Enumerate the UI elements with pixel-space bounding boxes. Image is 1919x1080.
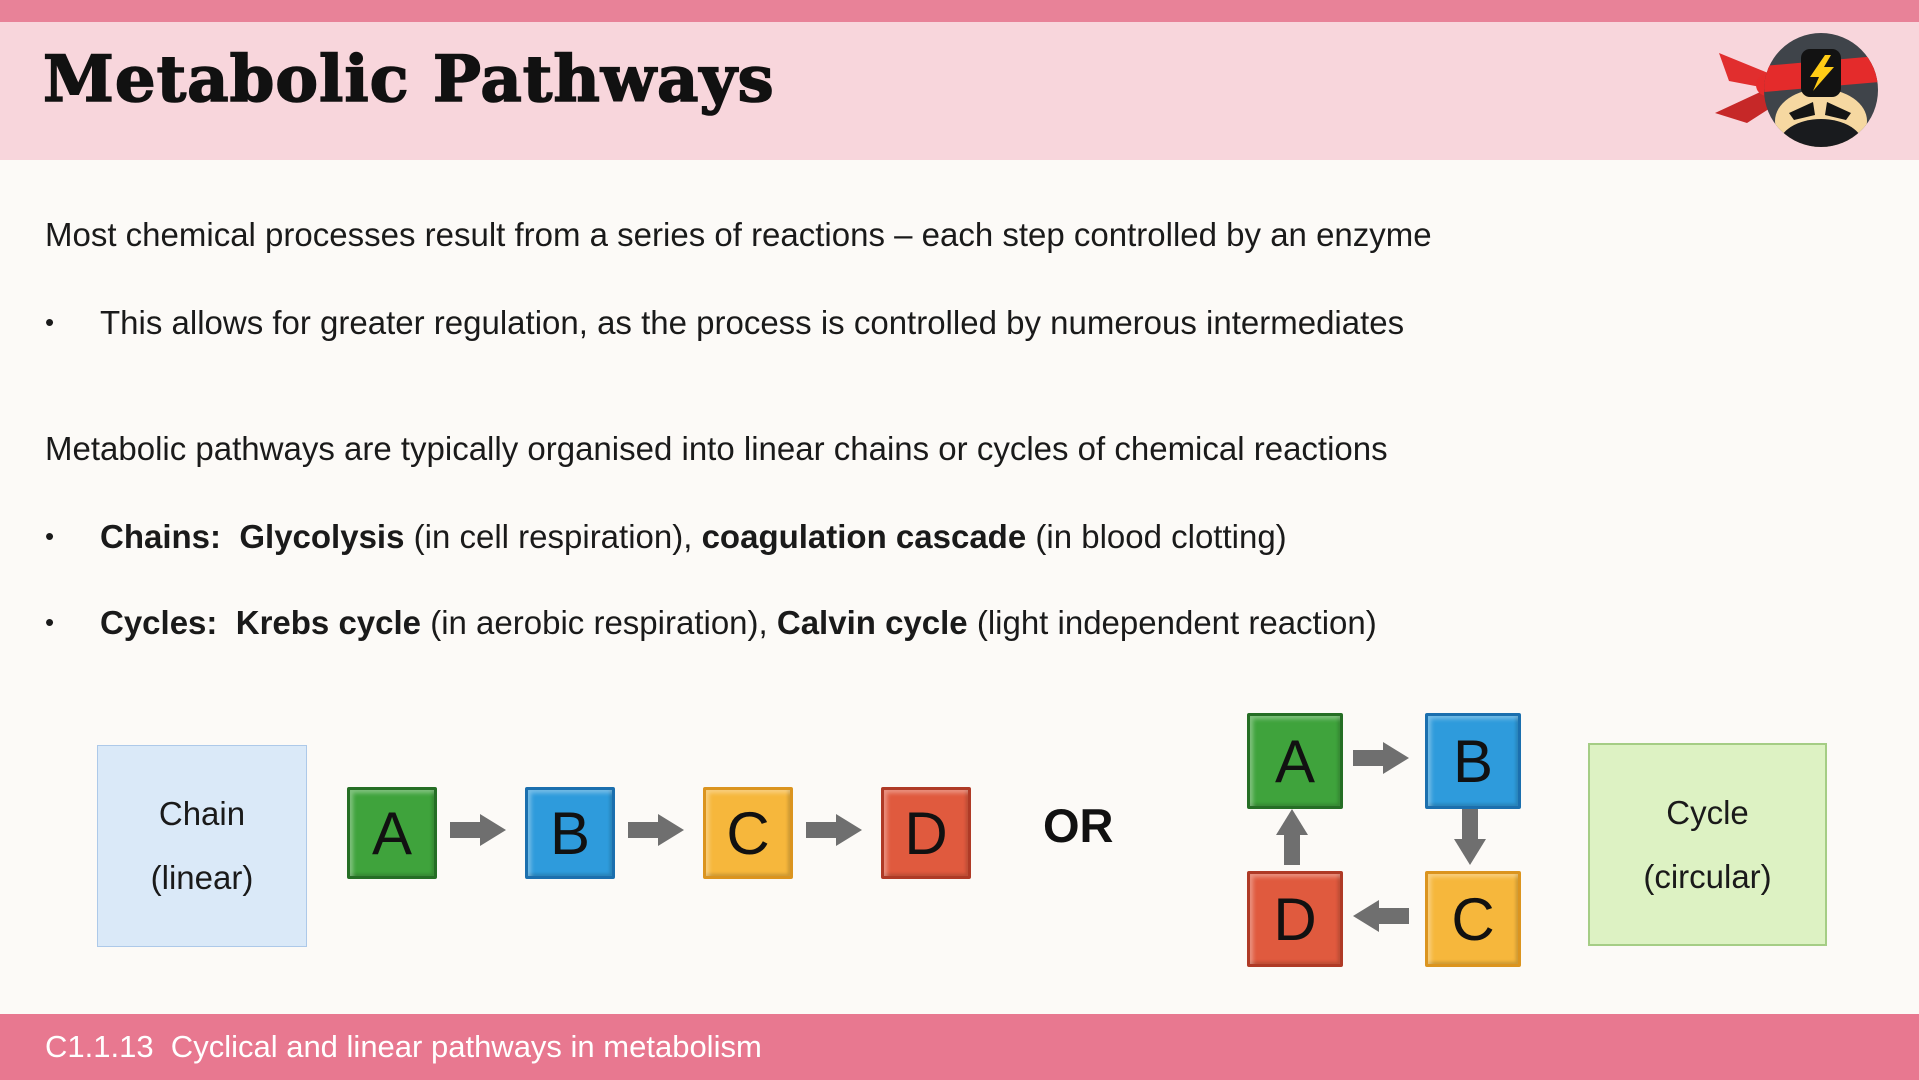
- arrow-right-icon: [806, 814, 862, 846]
- chains-label: Chains:: [100, 518, 222, 555]
- right-eye: [1825, 102, 1851, 120]
- arrow-left-icon: [1353, 900, 1409, 932]
- chains-term-1: Glycolysis: [239, 518, 405, 555]
- footer-bar: C1.1.13 Cyclical and linear pathways in …: [0, 1014, 1919, 1080]
- cycles-term-2: Calvin cycle: [776, 604, 968, 641]
- arrow-right-icon: [1353, 742, 1409, 774]
- arrow-right-icon: [450, 814, 506, 846]
- cycles-term-1: Krebs cycle: [235, 604, 422, 641]
- cycle-label-line1: Cycle: [1666, 793, 1749, 831]
- arrow-down-icon: [1454, 809, 1486, 865]
- chain-label-line1: Chain: [158, 795, 246, 832]
- chains-paren-2: (in blood clotting): [1026, 518, 1287, 555]
- cycles-label: Cycles:: [100, 604, 218, 641]
- cycles-bullet-line: • Cycles: Krebs cycle (in aerobic respir…: [45, 602, 1377, 643]
- cycle-node-b: B: [1425, 713, 1521, 809]
- chain-node-d: D: [881, 787, 971, 879]
- intro-bullet-line: • This allows for greater regulation, as…: [45, 302, 1404, 343]
- cycle-label-line2: (circular): [1643, 857, 1772, 895]
- arrow-right-icon: [628, 814, 684, 846]
- bullet-dot: •: [45, 521, 55, 551]
- cycles-paren-1: (in aerobic respiration),: [421, 604, 777, 641]
- cycle-node-d: D: [1247, 871, 1343, 967]
- top-strip: [0, 0, 1919, 22]
- organisation-text: Metabolic pathways are typically organis…: [45, 430, 1388, 467]
- cycles-text: Cycles: Krebs cycle (in aerobic respirat…: [100, 602, 1377, 643]
- ribbon-tail-lower: [1715, 87, 1775, 123]
- ninja-mask: [1779, 119, 1863, 147]
- chain-node-a: A: [347, 787, 437, 879]
- chain-node-b: B: [525, 787, 615, 879]
- chain-label-box: Chain (linear): [97, 745, 307, 947]
- arrow-up-icon: [1276, 809, 1308, 865]
- footer-text: C1.1.13 Cyclical and linear pathways in …: [45, 1029, 762, 1064]
- header-band: [0, 22, 1919, 160]
- cycle-label-box: Cycle (circular): [1588, 743, 1827, 946]
- chains-bullet-line: • Chains: Glycolysis (in cell respiratio…: [45, 516, 1287, 557]
- chain-node-c: C: [703, 787, 793, 879]
- cycle-node-a: A: [1247, 713, 1343, 809]
- intro-text: Most chemical processes result from a se…: [45, 216, 1432, 253]
- cycles-sep: [217, 604, 235, 641]
- chains-sep: [221, 518, 239, 555]
- left-eye: [1789, 102, 1815, 120]
- chain-label-line2: (linear): [150, 859, 254, 896]
- chains-text: Chains: Glycolysis (in cell respiration)…: [100, 516, 1287, 557]
- intro-bullet-text: This allows for greater regulation, as t…: [100, 304, 1405, 341]
- or-label: OR: [1043, 799, 1114, 852]
- ninja-logo-icon: [1715, 33, 1878, 147]
- cycle-node-c: C: [1425, 871, 1521, 967]
- chains-paren-1: (in cell respiration),: [404, 518, 702, 555]
- chains-term-2: coagulation cascade: [701, 518, 1027, 555]
- bullet-dot: •: [45, 607, 55, 637]
- cycles-paren-2: (light independent reaction): [967, 604, 1377, 641]
- page-title: Metabolic Pathways: [42, 42, 775, 117]
- lightning-bolt-icon: [1810, 55, 1834, 91]
- bullet-dot: •: [45, 307, 55, 337]
